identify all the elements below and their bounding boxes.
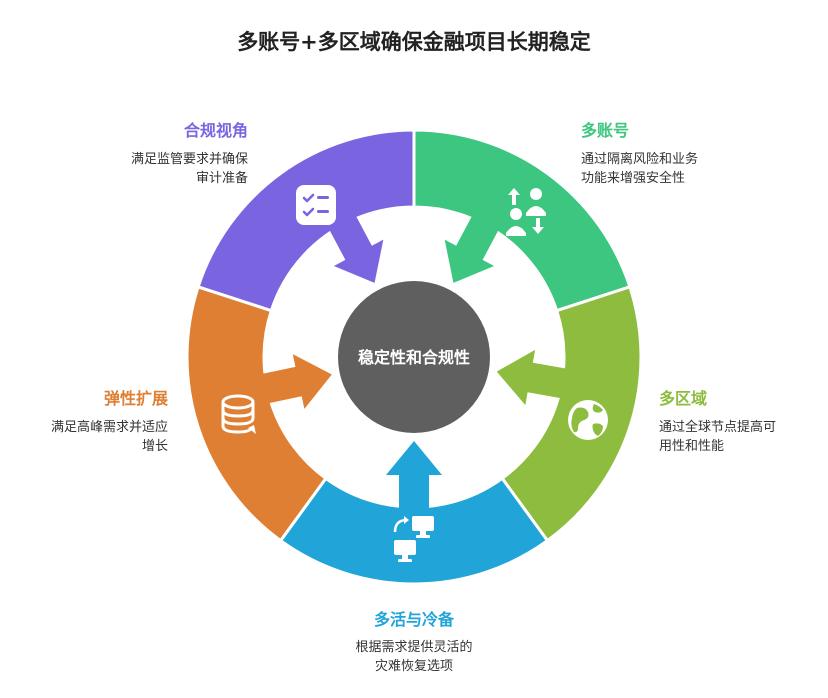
arrow-compliance	[326, 210, 384, 283]
segment-desc-multi-account: 通过隔离风险和业务 功能来增强安全性	[581, 150, 741, 188]
arrows	[256, 210, 573, 515]
arrow-multi-region	[496, 349, 573, 406]
desc-line: 通过全球节点提高可	[659, 420, 777, 435]
center-circle	[338, 281, 490, 433]
desc-line: 根据需求提供灵活的	[355, 640, 473, 655]
arrow-multi-account	[444, 210, 502, 283]
desc-line: 满足高峰需求并适应	[50, 420, 168, 435]
arrow-active-cold	[386, 441, 442, 515]
ring-segment-elastic	[185, 284, 328, 543]
arrow-elastic	[256, 354, 332, 409]
segment-desc-compliance: 满足监管要求并确保 审计准备	[100, 150, 248, 188]
desc-line: 增长	[141, 439, 168, 454]
segment-title-multi-account: 多账号	[581, 121, 630, 140]
segment-title-elastic: 弹性扩展	[103, 389, 168, 408]
desc-line: 功能来增强安全性	[581, 171, 686, 186]
page-title: 多账号+多区域确保金融项目长期稳定	[237, 30, 591, 54]
segment-desc-active-cold: 根据需求提供灵活的 灾难恢复选项	[314, 638, 514, 676]
desc-line: 通过隔离风险和业务	[581, 152, 699, 167]
monitor-sync-icon	[393, 516, 434, 562]
segment-title-active-cold: 多活与冷备	[373, 610, 454, 629]
segment-desc-multi-region: 通过全球节点提高可 用性和性能	[659, 418, 809, 456]
segment-title-multi-region: 多区域	[659, 389, 708, 408]
user-swap-icon	[506, 188, 546, 236]
stack-scale-icon	[221, 394, 256, 434]
center-label: 稳定性和合规性	[358, 348, 470, 367]
desc-line: 用性和性能	[659, 439, 725, 454]
checklist-icon	[296, 185, 336, 225]
desc-line: 满足监管要求并确保	[130, 152, 248, 167]
globe-icon	[568, 400, 608, 440]
segment-desc-elastic: 满足高峰需求并适应 增长	[18, 418, 168, 456]
desc-line: 灾难恢复选项	[374, 659, 453, 674]
segment-title-compliance: 合规视角	[183, 121, 248, 140]
desc-line: 审计准备	[195, 171, 248, 186]
